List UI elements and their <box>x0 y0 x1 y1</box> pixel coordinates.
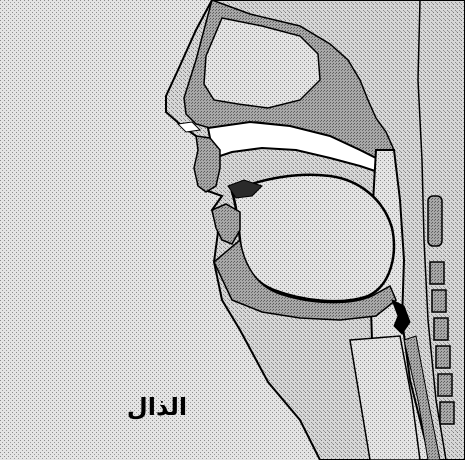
vertebra-1 <box>428 196 442 246</box>
vertebra-7 <box>440 402 454 424</box>
vertebra-6 <box>438 374 452 396</box>
vertebra-4 <box>434 318 448 340</box>
upper-lip <box>194 136 220 192</box>
vertebra-2 <box>430 262 444 284</box>
vertebra-3 <box>432 290 446 312</box>
diagram-caption: الذال <box>122 392 192 422</box>
vertebra-5 <box>436 346 450 368</box>
